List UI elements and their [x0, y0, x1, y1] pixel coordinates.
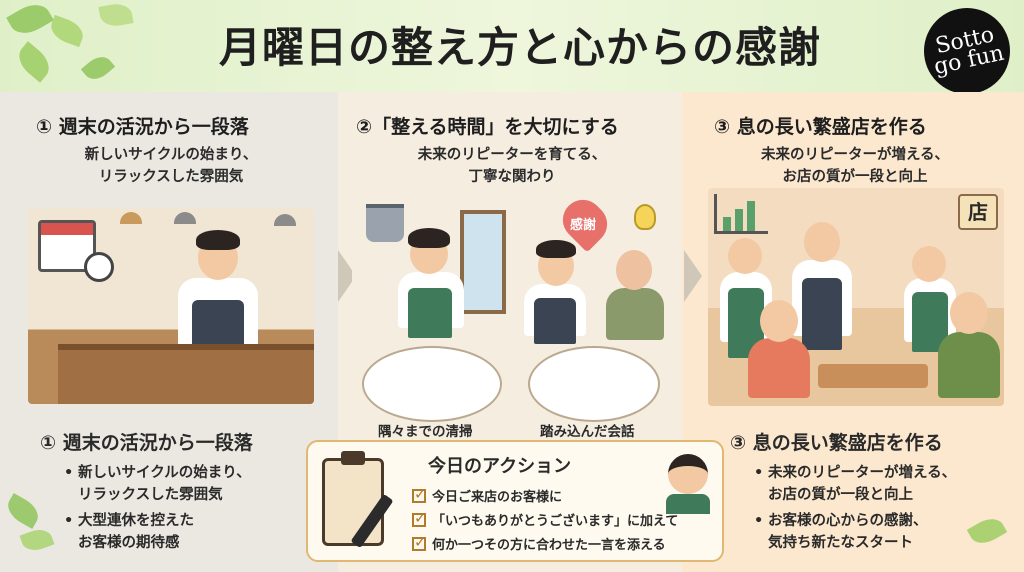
- staff-apron: [802, 278, 842, 350]
- logo-text: Sotto go fun: [931, 22, 1007, 80]
- chevron-right-icon: [684, 250, 702, 302]
- leaf-icon: [98, 1, 134, 29]
- column-3-title: ③ 息の長い繁盛店を作る: [714, 116, 927, 138]
- caption-cleaning: 隅々までの清掃: [378, 424, 473, 440]
- leaf-icon: [80, 51, 116, 85]
- action-item: 今日ご来店のお客様に: [412, 485, 562, 505]
- staff-hair: [196, 230, 240, 250]
- action-item: 「いつもありがとうございます」に加えて: [412, 509, 678, 529]
- action-box: 今日のアクション 今日ご来店のお客様に 「いつもありがとうございます」に加えて …: [306, 440, 724, 562]
- window: [460, 210, 506, 314]
- customer-head: [950, 292, 988, 334]
- scene-thriving-restaurant: 店: [708, 188, 1004, 406]
- customer: [748, 338, 810, 398]
- staff-hair: [536, 240, 576, 258]
- table: [818, 364, 928, 388]
- column-3-subtitle-line: 未来のリピーターが増える、: [760, 147, 950, 163]
- lightbulb-icon: [634, 204, 656, 230]
- action-item: 何か一つその方に合わせた一言を添える: [412, 533, 666, 553]
- bucket-icon: [366, 204, 404, 242]
- shop-sign: 店: [958, 194, 998, 230]
- section-right-title: ③ 息の長い繁盛店を作る: [730, 432, 943, 454]
- clipboard-icon: [322, 451, 384, 546]
- list-item: 未来のリピーターが増える、お店の質が一段と向上: [752, 462, 1012, 506]
- column-1-subtitle: 新しいサイクルの始まり、 リラックスした雰囲気: [28, 144, 314, 188]
- column-1-subtitle-line: 新しいサイクルの始まり、: [84, 147, 258, 163]
- section-left-title: ① 週末の活況から一段落: [40, 432, 253, 454]
- checkbox-icon: [412, 533, 427, 551]
- chart-up-icon: [714, 194, 768, 234]
- column-1-subtitle-line: リラックスした雰囲気: [98, 169, 244, 185]
- column-2-title: ②「整える時間」を大切にする: [356, 116, 619, 138]
- staff-head: [728, 238, 762, 274]
- list-item: お客様の心からの感謝、気持ち新たなスタート: [752, 510, 1012, 554]
- caption-conversation: 踏み込んだ会話: [540, 424, 635, 440]
- cleaning-bubble: [362, 346, 502, 422]
- action-title: 今日のアクション: [428, 456, 572, 477]
- page-title: 月曜日の整え方と心からの感謝: [218, 23, 821, 72]
- customer-elder: [606, 288, 664, 340]
- staff-apron: [666, 494, 710, 514]
- column-3-subtitle: 未来のリピーターが増える、 お店の質が一段と向上: [700, 144, 1010, 188]
- conversation-bubble: [528, 346, 660, 422]
- pendant-lamp: [174, 212, 196, 224]
- staff-apron: [534, 298, 576, 344]
- staff-hair: [408, 228, 450, 248]
- header: 月曜日の整え方と心からの感謝 Sotto go fun: [0, 0, 1024, 94]
- customer-head: [760, 300, 798, 342]
- column-1-title: ① 週末の活況から一段落: [36, 116, 249, 138]
- section-right-bullets: 未来のリピーターが増える、お店の質が一段と向上 お客様の心からの感謝、気持ち新た…: [752, 462, 1012, 558]
- counter: [58, 344, 314, 404]
- leaf-icon: [6, 0, 54, 41]
- staff-head: [912, 246, 946, 282]
- staff-avatar: [668, 454, 708, 494]
- scene-care-time: 感謝: [352, 188, 672, 436]
- clock-icon: [84, 252, 114, 282]
- leaf-icon: [12, 41, 56, 83]
- customer-head: [616, 250, 652, 290]
- column-2-subtitle-line: 未来のリピーターを育てる、: [417, 147, 607, 163]
- leaf-icon: [47, 14, 87, 48]
- heart-label: 感謝: [570, 218, 597, 233]
- checkbox-icon: [412, 509, 427, 527]
- scene-relaxed-restaurant: [28, 208, 314, 404]
- checkbox-icon: [412, 485, 427, 503]
- list-item: 新しいサイクルの始まり、リラックスした雰囲気: [62, 462, 312, 506]
- pendant-lamp: [120, 212, 142, 224]
- column-2-subtitle-line: 丁寧な関わり: [468, 169, 556, 185]
- customer: [938, 332, 1000, 398]
- column-2-subtitle: 未来のリピーターを育てる、 丁寧な関わり: [352, 144, 672, 188]
- column-3-subtitle-line: お店の質が一段と向上: [782, 169, 928, 185]
- pendant-lamp: [274, 214, 296, 226]
- logo: Sotto go fun: [924, 8, 1010, 94]
- staff-apron: [408, 288, 452, 338]
- chevron-right-icon: [338, 250, 356, 302]
- staff-head: [804, 222, 840, 262]
